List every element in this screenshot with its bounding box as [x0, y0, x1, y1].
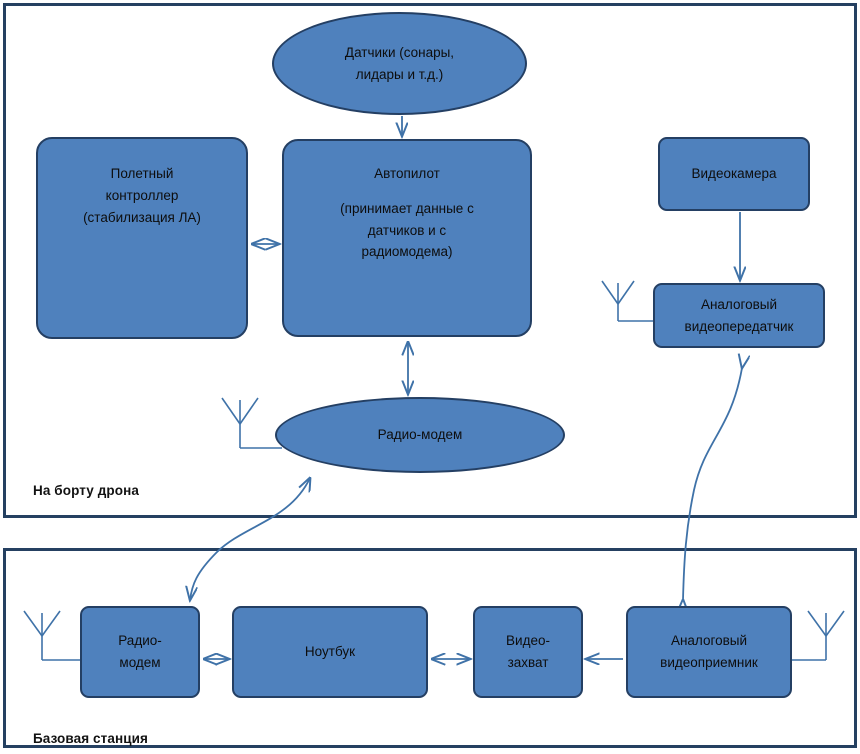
node-autopilot-spacer	[290, 185, 524, 198]
node-radio-modem-base-line-2: модем	[119, 655, 161, 670]
section-label-drone: На борту дрона	[33, 483, 139, 498]
node-flight-controller-line-3: (стабилизация ЛА)	[83, 209, 201, 225]
node-autopilot[interactable]: Автопилот (принимает данные с датчиков и…	[282, 139, 532, 337]
node-flight-controller-line-1: Полетный	[110, 166, 174, 181]
node-sensors-line-2: лидары и т.д.)	[355, 66, 444, 82]
node-flight-controller[interactable]: Полетный контроллер (стабилизация ЛА)	[36, 137, 248, 339]
node-radio-modem-base[interactable]: Радио- модем	[80, 606, 200, 698]
node-radio-modem-drone[interactable]: Радио-модем	[275, 397, 565, 473]
node-video-camera-line-1: Видеокамера	[691, 166, 777, 182]
node-video-capture-line-1: Видео-	[506, 633, 550, 649]
section-frame-base	[3, 548, 857, 748]
node-radio-modem-base-line-1: Радио-	[118, 633, 162, 649]
node-video-receiver[interactable]: Аналоговый видеоприемник	[626, 606, 792, 698]
node-video-transmitter-line-1: Аналоговый	[700, 296, 778, 312]
node-video-capture[interactable]: Видео- захват	[473, 606, 583, 698]
node-sensors-line-1: Датчики (сонары,	[344, 44, 455, 60]
section-label-base: Базовая станция	[33, 731, 149, 746]
node-flight-controller-line-2: контроллер	[105, 187, 179, 203]
node-video-transmitter[interactable]: Аналоговый видеопередатчик	[653, 283, 825, 348]
node-video-receiver-line-2: видеоприемник	[660, 655, 758, 670]
node-autopilot-line-1: Автопилот	[374, 166, 440, 181]
node-autopilot-line-3: датчиков и с	[367, 222, 447, 238]
node-sensors[interactable]: Датчики (сонары, лидары и т.д.)	[272, 12, 527, 115]
node-radio-modem-drone-line-1: Радио-модем	[377, 427, 463, 443]
node-autopilot-line-4: радиомодема)	[361, 244, 453, 260]
node-video-transmitter-line-2: видеопередатчик	[684, 318, 794, 334]
node-video-capture-line-2: захват	[507, 655, 549, 670]
node-autopilot-line-2: (принимает данные с	[340, 200, 474, 216]
section-frame-drone	[3, 3, 857, 518]
node-video-receiver-line-1: Аналоговый	[670, 633, 748, 649]
node-laptop-line-1: Ноутбук	[304, 644, 356, 660]
node-video-camera[interactable]: Видеокамера	[658, 137, 810, 211]
node-laptop[interactable]: Ноутбук	[232, 606, 428, 698]
